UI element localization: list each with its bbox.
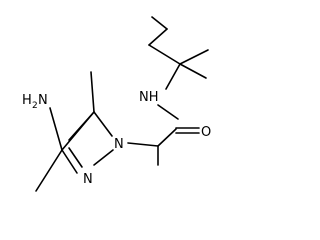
bond-c4-c5-1 (68, 111, 95, 141)
bond-n2-c3-2 (68, 147, 83, 168)
bond-n1-n2 (93, 149, 114, 166)
bond-quaternary-c-methyl-top (179, 49, 209, 65)
bond-c4-nh2 (49, 107, 63, 151)
atom-label-n2: N (83, 172, 93, 187)
chemical-structure: NH O N N H 2 N (22, 16, 211, 192)
bond-ch2-ethyl (148, 28, 168, 46)
atom-label-amino-n: N (38, 93, 48, 108)
bond-c5-methyl (90, 71, 95, 113)
bond-n1-c5 (93, 111, 113, 137)
bond-carbonyl-c-alpha-c (157, 128, 177, 147)
bond-ch2-quaternary-c (148, 44, 181, 65)
atom-label-nh: NH (139, 90, 159, 105)
bond-c3-methyl (35, 149, 63, 192)
bond-n2-c3-1 (61, 149, 78, 174)
bond-ethyl-ch3 (151, 16, 168, 30)
atom-label-n1: N (114, 137, 124, 152)
bond-quaternary-c-nh (165, 63, 181, 90)
bond-nh-carbonyl-c (157, 104, 179, 120)
bond-alpha-c-n1 (127, 142, 159, 147)
atom-label-amino-h: H (22, 93, 32, 108)
atom-label-amino-subscript: 2 (32, 101, 38, 111)
atom-label-o: O (201, 125, 211, 140)
bond-quaternary-c-methyl-bottom (179, 63, 207, 79)
